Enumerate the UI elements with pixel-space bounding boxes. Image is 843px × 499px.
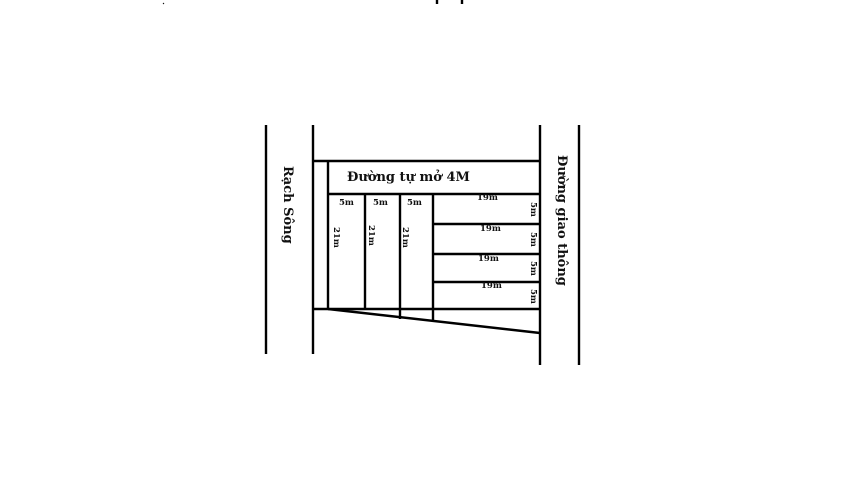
artifact-dot [162, 2, 165, 5]
plot-length-label: 19m [478, 254, 499, 264]
main-road-label: Đường giao thông [554, 155, 569, 286]
plot-frontage-label: 5m [528, 289, 538, 304]
plot-length-label: 19m [477, 193, 498, 203]
river-label: Rạch Sông [280, 166, 295, 244]
plot-depth-label: 21m [331, 227, 341, 248]
lot-diagonal-boundary [327, 307, 541, 335]
plot-length-label: 19m [480, 224, 501, 234]
plot-frontage-label: 5m [528, 232, 538, 247]
plot-width-label: 5m [407, 198, 422, 208]
new-road-label: Đường tự mở 4M [347, 170, 470, 185]
plot-frontage-label: 5m [528, 261, 538, 276]
plot-length-label: 19m [481, 281, 502, 291]
plot-depth-label: 21m [400, 227, 410, 248]
plot-frontage-label: 5m [528, 202, 538, 217]
plot-width-label: 5m [339, 198, 354, 208]
plot-width-label: 5m [373, 198, 388, 208]
plot-depth-label: 21m [366, 225, 376, 246]
